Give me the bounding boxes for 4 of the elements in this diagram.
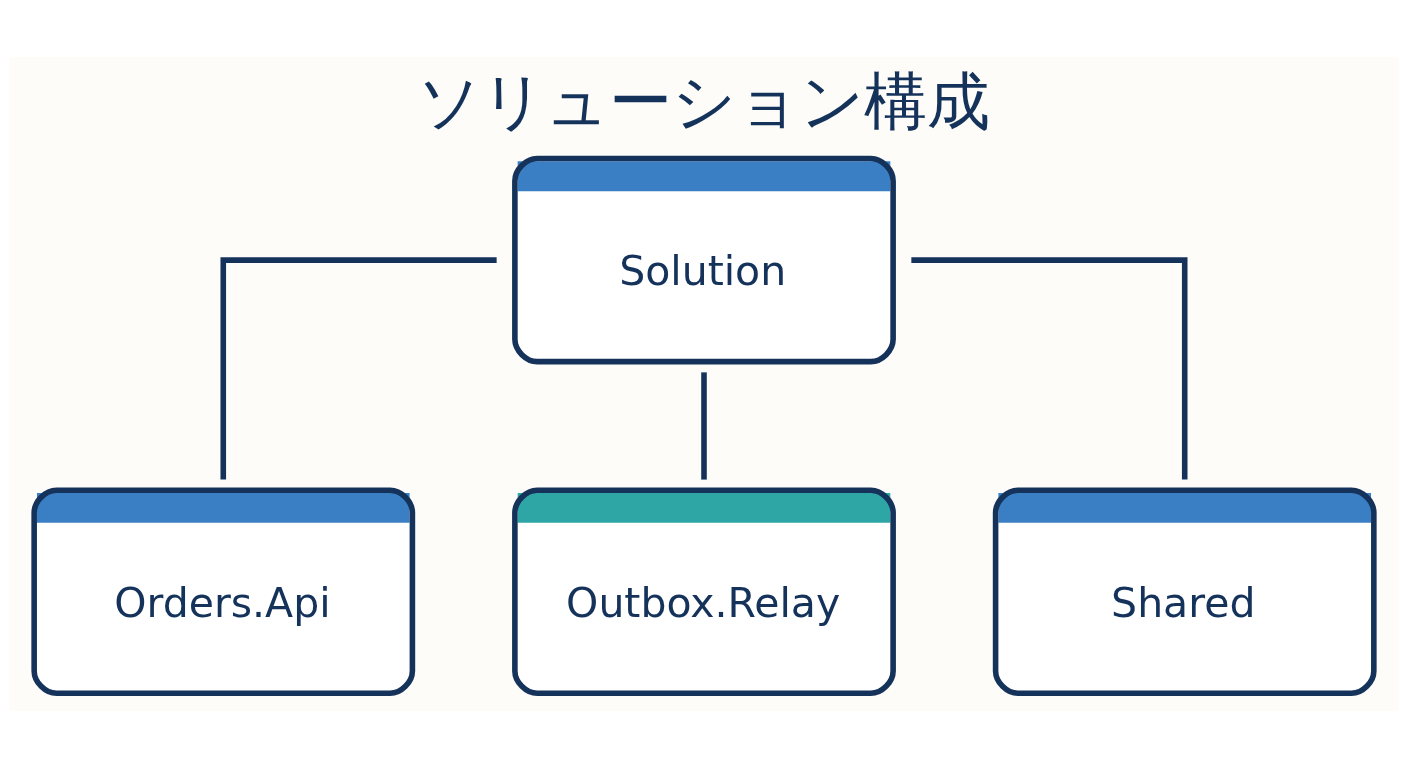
connector (701, 372, 707, 480)
diagram-title: ソリューション構成 (417, 63, 991, 138)
connector (911, 257, 1188, 480)
connector (220, 257, 497, 480)
